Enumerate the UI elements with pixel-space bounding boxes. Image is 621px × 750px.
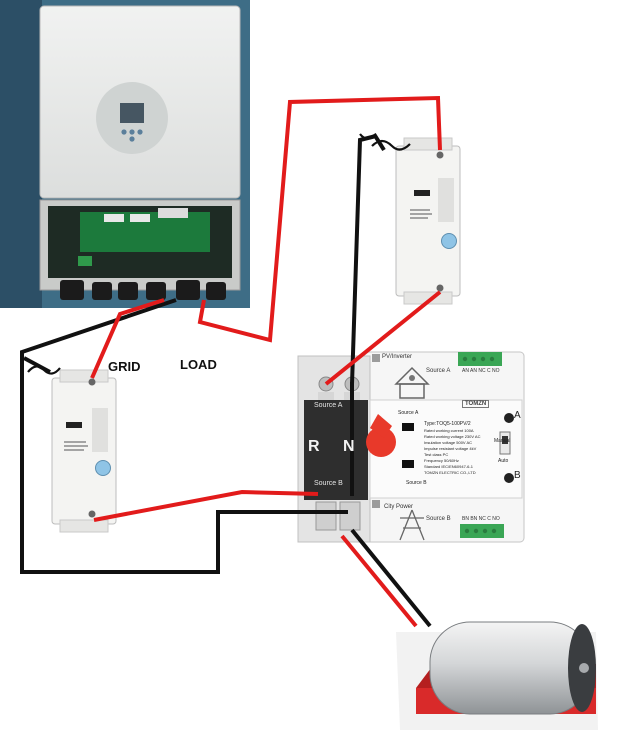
ats-source-a-label: Source A [426, 368, 451, 374]
ats-manual-label: Manual [494, 438, 511, 444]
grid-label: GRID [108, 359, 141, 374]
water-heater-icon [396, 621, 598, 730]
inverter-display-icon [120, 103, 144, 142]
ats-indicator-a: A [514, 410, 521, 421]
ats-rated-current: Rated working current 100A [424, 428, 474, 433]
ats-indicator-b: B [514, 470, 521, 481]
ats-brand: TOMZN [462, 400, 490, 408]
energy-meter-grid [51, 369, 117, 533]
ats-source-a-pole-label: Source A [314, 402, 343, 409]
ats-pole-n: N [343, 438, 355, 455]
ats-test-level: Test class PC [424, 452, 449, 457]
ats-type-line: Type:TOQ5-100PV/2 [424, 421, 471, 427]
pylon-icon [399, 509, 425, 541]
ats-source-b-label: Source B [426, 516, 451, 522]
ats-src-b-terminal-label: BN BN NC C NO [462, 516, 500, 522]
ats-standard: Standard IEC/EN60947-6-1 [424, 464, 473, 469]
wire-twists [27, 133, 411, 375]
ats-switch [297, 351, 525, 543]
ats-source-a-handle-label: Source A [398, 410, 419, 416]
ats-frequency: Frequency 50/60Hz [424, 458, 459, 463]
ats-company: TOMZN ELECTRIC CO.,LTD [424, 470, 476, 475]
ats-rated-voltage: Rated working voltage 230V AC [424, 434, 481, 439]
transfer-handle [366, 414, 414, 468]
energy-meter-load [395, 137, 461, 305]
house-icon [394, 366, 430, 399]
inverter-photo [0, 0, 250, 308]
ats-source-b-pole-label: Source B [314, 480, 343, 487]
ats-pv-inverter-label: PV/Inverter [382, 354, 413, 360]
ats-insulation: Insulation voltage 500V AC [424, 440, 473, 445]
load-label: LOAD [180, 357, 217, 372]
ats-auto-label: Auto [498, 458, 509, 464]
ats-src-a-terminal-label: AN AN NC C NO [462, 368, 500, 374]
ats-city-power-label: City Power [384, 504, 414, 510]
ats-pole-r: R [308, 438, 320, 455]
red-wires [90, 95, 442, 628]
ats-impulse: Impulse resistant voltage 4kV [424, 446, 477, 451]
ats-source-b-handle-label: Source B [406, 480, 427, 486]
